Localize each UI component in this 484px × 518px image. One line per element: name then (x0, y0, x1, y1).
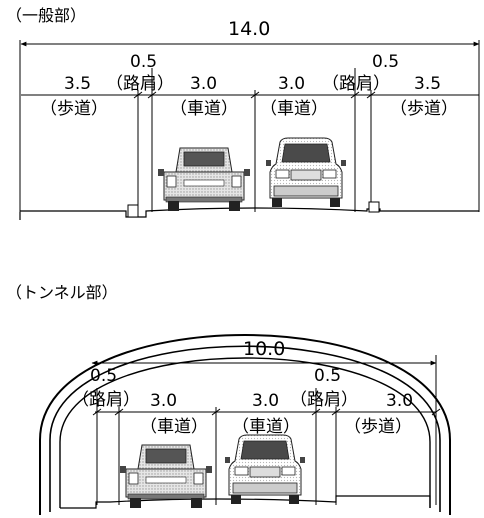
tunnel-dim-value-carriageway-right: 3.0 (252, 391, 280, 411)
general-total-width: 14.0 (228, 18, 271, 40)
general-road-surface (19, 207, 479, 220)
general-extension-lines (19, 40, 480, 215)
tunnel-pickup-truck (119, 444, 213, 509)
general-curb-left (127, 204, 139, 218)
tunnel-dim-value-shoulder-right: 0.5 (314, 366, 342, 386)
general-dim-value-sidewalk-right: 3.5 (414, 74, 442, 94)
general-dim-value-shoulder-right: 0.5 (372, 52, 400, 72)
tunnel-suv (224, 434, 306, 505)
general-suv (265, 137, 347, 208)
general-dim-value-shoulder-left: 0.5 (130, 52, 158, 72)
tunnel-road-surface (60, 495, 431, 509)
general-pickup-truck (157, 147, 251, 212)
general-dim-value-carriageway-right: 3.0 (278, 74, 306, 94)
tunnel-label-sidewalk-right: （歩道） (344, 417, 412, 437)
tunnel-label-carriageway-right: （車道） (232, 417, 300, 437)
general-label-carriageway-left: （車道） (170, 99, 238, 119)
tunnel-extension-lines (96, 355, 437, 505)
tunnel-arch-inner (59, 357, 431, 508)
tunnel-arch-outer (39, 334, 451, 515)
general-dim-value-carriageway-left: 3.0 (190, 74, 218, 94)
general-curb-right (368, 201, 380, 213)
tunnel-dim-value-shoulder-left: 0.5 (90, 366, 118, 386)
tunnel-section (39, 334, 451, 515)
tunnel-dimension-ticks (92, 408, 441, 416)
general-label-shoulder-right: （路肩） (322, 74, 390, 94)
general-label-sidewalk-left: （歩道） (40, 99, 108, 119)
general-section (19, 40, 480, 220)
tunnel-dim-value-sidewalk-right: 3.0 (386, 391, 414, 411)
tunnel-total-width: 10.0 (243, 338, 286, 360)
general-section-title: （一般部） (6, 6, 87, 25)
tunnel-label-carriageway-left: （車道） (140, 417, 208, 437)
tunnel-dim-value-carriageway-left: 3.0 (150, 391, 178, 411)
tunnel-arch-middle (49, 345, 441, 512)
tunnel-label-shoulder-right: （路肩） (290, 390, 358, 410)
general-label-carriageway-right: （車道） (260, 99, 328, 119)
general-dimension-ticks (133, 91, 376, 99)
tunnel-label-shoulder-left: （路肩） (72, 390, 140, 410)
tunnel-section-title: （トンネル部） (6, 283, 118, 302)
general-label-shoulder-left: （路肩） (106, 74, 174, 94)
general-label-sidewalk-right: （歩道） (390, 99, 458, 119)
general-dim-value-sidewalk-left: 3.5 (64, 74, 92, 94)
